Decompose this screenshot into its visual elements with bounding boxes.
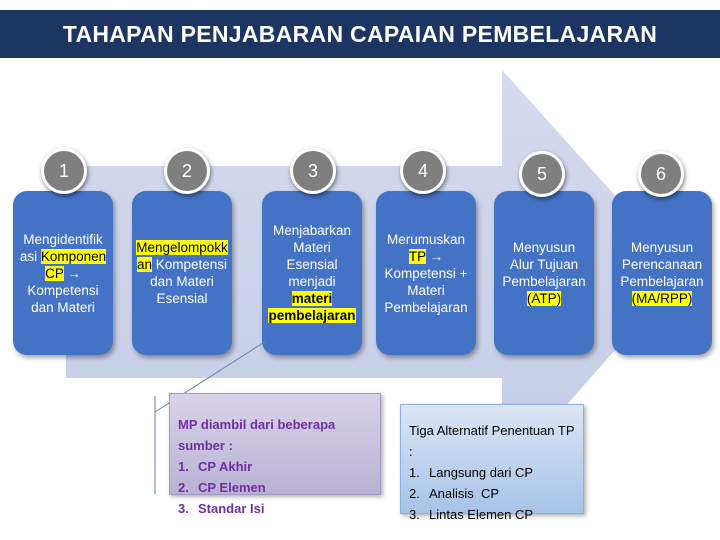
step-1-highlight-cp: CP bbox=[45, 265, 64, 281]
step-4-line-3: Kompetensi + bbox=[384, 265, 468, 281]
step-1-arrow-text: → bbox=[63, 265, 81, 281]
step-4-number-badge: 4 bbox=[400, 148, 446, 194]
tp-alternative-number: 1. bbox=[409, 465, 420, 480]
tp-alternative-text: Analisis CP bbox=[429, 486, 500, 501]
step-3-line-2: Materi bbox=[293, 240, 331, 255]
page-title: TAHAPAN PENJABARAN CAPAIAN PEMBELAJARAN bbox=[0, 10, 720, 58]
step-3-number-badge: 3 bbox=[290, 148, 336, 194]
step-2-line-4: Esensial bbox=[156, 291, 208, 306]
step-5-number-badge: 5 bbox=[519, 151, 565, 197]
step-3-highlight-materi: materi bbox=[291, 291, 333, 306]
tp-alternative-item: 2. Analisis CP bbox=[409, 483, 575, 504]
step-6-line-3: Pembelajaran bbox=[620, 274, 704, 289]
step-2-line-3: dan Materi bbox=[150, 274, 214, 289]
step-5-line-3: Pembelajaran bbox=[502, 274, 586, 289]
step-2-text: Mengelompokk an Kompetensi dan Materi Es… bbox=[136, 239, 228, 307]
tp-alternative-number: 3. bbox=[409, 507, 420, 522]
step-5-highlight-atp: (ATP) bbox=[526, 291, 562, 306]
step-2-number-badge: 2 bbox=[164, 148, 210, 194]
tp-alternative-number: 2. bbox=[409, 486, 420, 501]
sources-item: 3. Standar Isi bbox=[178, 498, 372, 519]
step-4-box: Merumuskan TP → Kompetensi + Materi Pemb… bbox=[376, 191, 476, 355]
step-4-text: Merumuskan TP → Kompetensi + Materi Pemb… bbox=[384, 231, 467, 316]
sources-heading: MP diambil dari beberapa sumber : bbox=[178, 417, 336, 453]
step-5-line-1: Menyusun bbox=[512, 240, 576, 255]
step-3-box: Menjabarkan Materi Esensial menjadi mate… bbox=[262, 191, 362, 355]
step-1-line-1: Mengidentifik bbox=[23, 231, 103, 247]
step-5-line-2: Alur Tujuan bbox=[509, 257, 579, 272]
step-1-text: Mengidentifik asi Komponen CP → Kompeten… bbox=[19, 231, 107, 316]
step-5-box: Menyusun Alur Tujuan Pembelajaran (ATP) bbox=[494, 191, 594, 355]
sources-item-number: 1. bbox=[178, 459, 189, 474]
step-4-arrow-text: → bbox=[425, 248, 444, 264]
tp-alternative-text: Lintas Elemen CP bbox=[429, 507, 534, 522]
step-6-text: Menyusun Perencanaan Pembelajaran (MA/RP… bbox=[620, 239, 704, 307]
step-6-line-2: Perencanaan bbox=[621, 257, 703, 272]
sources-item-number: 3. bbox=[178, 501, 189, 516]
sources-item-text: Standar Isi bbox=[198, 501, 265, 516]
step-1-number-badge: 1 bbox=[41, 148, 87, 194]
step-1-line-5: dan Materi bbox=[31, 299, 95, 315]
step-4-line-1: Merumuskan bbox=[386, 231, 466, 247]
sources-item-number: 2. bbox=[178, 480, 189, 495]
step-2-highlight-line-2: an bbox=[136, 257, 152, 272]
step-6-line-1: Menyusun bbox=[630, 240, 694, 255]
step-5-text: Menyusun Alur Tujuan Pembelajaran (ATP) bbox=[502, 239, 586, 307]
step-1-line-2a: asi bbox=[19, 248, 41, 264]
step-4-line-4: Materi bbox=[407, 282, 445, 298]
step-4-line-5: Pembelajaran bbox=[384, 299, 468, 315]
step-3-highlight-pembelajaran: pembelajaran bbox=[268, 308, 356, 323]
tp-alternative-text: Langsung dari CP bbox=[429, 465, 534, 480]
tp-alternatives-heading: Tiga Alternatif Penentuan TP : bbox=[409, 423, 575, 459]
step-2-line-2b: Kompetensi bbox=[151, 257, 228, 272]
step-4-highlight-tp: TP bbox=[408, 248, 426, 264]
sources-box: MP diambil dari beberapa sumber : 1. CP … bbox=[169, 393, 381, 516]
sources-item-text: CP Elemen bbox=[198, 480, 266, 495]
step-6-number-badge: 6 bbox=[638, 151, 684, 197]
step-3-line-1: Menjabarkan bbox=[272, 223, 352, 238]
step-1-line-4: Kompetensi bbox=[27, 282, 99, 298]
step-1-box: Mengidentifik asi Komponen CP → Kompeten… bbox=[13, 191, 113, 355]
step-2-box: Mengelompokk an Kompetensi dan Materi Es… bbox=[132, 191, 232, 355]
step-3-text: Menjabarkan Materi Esensial menjadi mate… bbox=[268, 222, 356, 324]
step-1-highlight-komponen: Komponen bbox=[40, 248, 107, 264]
sources-item: 2. CP Elemen bbox=[178, 477, 372, 498]
step-2-highlight-line-1: Mengelompokk bbox=[136, 240, 228, 255]
step-6-highlight-ma-rpp: (MA/RPP) bbox=[631, 291, 693, 306]
step-3-line-3: Esensial bbox=[286, 257, 338, 272]
step-6-box: Menyusun Perencanaan Pembelajaran (MA/RP… bbox=[612, 191, 712, 355]
tp-alternatives-box: Tiga Alternatif Penentuan TP : 1. Langsu… bbox=[400, 404, 584, 522]
step-3-line-4: menjadi bbox=[288, 274, 336, 289]
tp-alternative-item: 3. Lintas Elemen CP bbox=[409, 504, 575, 525]
sources-item: 1. CP Akhir bbox=[178, 456, 372, 477]
sources-item-text: CP Akhir bbox=[198, 459, 253, 474]
tp-alternative-item: 1. Langsung dari CP bbox=[409, 462, 575, 483]
